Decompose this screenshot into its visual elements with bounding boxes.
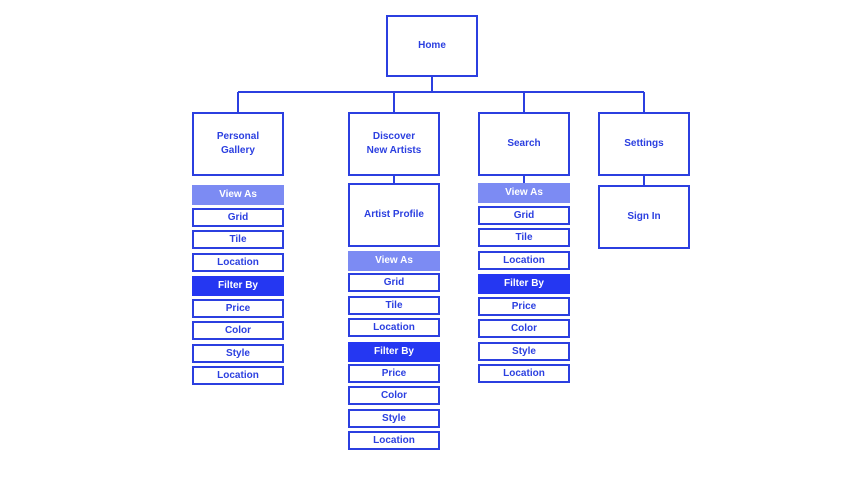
item-color-personal-gallery: Color — [192, 321, 284, 340]
item-style-search: Style — [478, 342, 570, 361]
node-settings: Settings — [598, 112, 690, 176]
group-header-filter-by-discover-new-artists: Filter By — [348, 342, 440, 362]
item-tile-discover-new-artists: Tile — [348, 296, 440, 315]
node-search: Search — [478, 112, 570, 176]
item-tile-personal-gallery: Tile — [192, 230, 284, 249]
item-tile-search: Tile — [478, 228, 570, 247]
item-location-discover-new-artists: Location — [348, 431, 440, 450]
item-grid-personal-gallery: Grid — [192, 208, 284, 227]
item-price-discover-new-artists: Price — [348, 364, 440, 383]
group-header-filter-by-search: Filter By — [478, 274, 570, 294]
node-artist-profile: Artist Profile — [348, 183, 440, 247]
item-location-search: Location — [478, 251, 570, 270]
item-grid-search: Grid — [478, 206, 570, 225]
item-location-search: Location — [478, 364, 570, 383]
item-style-discover-new-artists: Style — [348, 409, 440, 428]
node-discover-new-artists: Discover New Artists — [348, 112, 440, 176]
group-header-view-as-discover-new-artists: View As — [348, 251, 440, 271]
node-sign-in: Sign In — [598, 185, 690, 249]
item-price-personal-gallery: Price — [192, 299, 284, 318]
node-personal-gallery: Personal Gallery — [192, 112, 284, 176]
item-price-search: Price — [478, 297, 570, 316]
group-header-filter-by-personal-gallery: Filter By — [192, 276, 284, 296]
group-header-view-as-personal-gallery: View As — [192, 185, 284, 205]
item-location-personal-gallery: Location — [192, 366, 284, 385]
group-header-view-as-search: View As — [478, 183, 570, 203]
item-style-personal-gallery: Style — [192, 344, 284, 363]
node-home: Home — [386, 15, 478, 77]
item-color-discover-new-artists: Color — [348, 386, 440, 405]
item-location-discover-new-artists: Location — [348, 318, 440, 337]
item-grid-discover-new-artists: Grid — [348, 273, 440, 292]
item-location-personal-gallery: Location — [192, 253, 284, 272]
item-color-search: Color — [478, 319, 570, 338]
